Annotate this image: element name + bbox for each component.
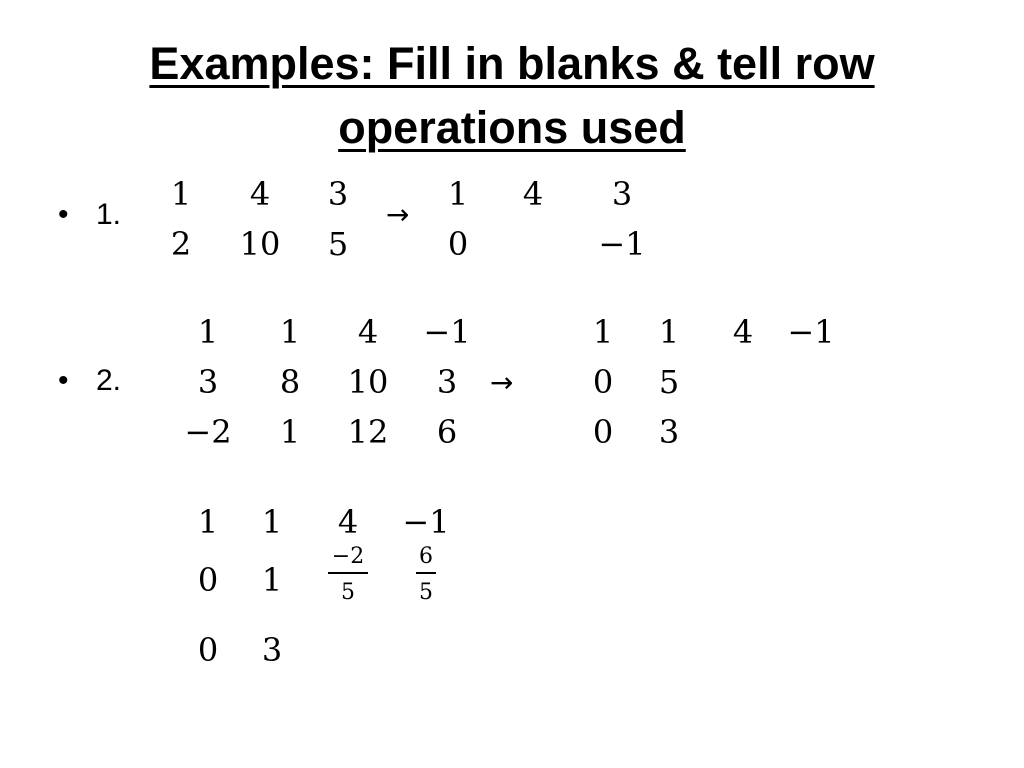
matrix-entry: 4	[249, 175, 271, 213]
matrix-entry: 10	[347, 363, 389, 401]
bullet-2-label: 2.	[96, 364, 122, 397]
matrix-entry: −2	[184, 413, 232, 451]
matrix-entry: 8	[279, 363, 301, 401]
matrix-entry: 1	[447, 175, 469, 213]
matrix-entry: 1	[279, 313, 301, 351]
matrix-entry: 5	[327, 225, 349, 263]
fraction-neg-two-fifths: −2 5	[328, 544, 368, 605]
matrix-entry: 3	[197, 363, 219, 401]
matrix-entry: 1	[279, 413, 301, 451]
fraction-denominator: 5	[341, 580, 355, 605]
bullet-1: • 1.	[58, 198, 121, 232]
matrix-entry: 0	[592, 413, 614, 451]
fraction-numerator: 6	[419, 544, 433, 569]
matrix-entry: 1	[658, 313, 680, 351]
matrix-entry: 1	[592, 313, 614, 351]
matrix-entry: 0	[197, 561, 219, 599]
fraction-bar	[416, 572, 436, 574]
bullet-dot-icon: •	[58, 364, 69, 397]
fraction-six-fifths: 6 5	[416, 544, 436, 605]
slide-title: Examples: Fill in blanks & tell row oper…	[0, 32, 1024, 160]
matrix-entry: −1	[423, 313, 471, 351]
matrix-entry: 3	[611, 175, 633, 213]
matrix-entry: 3	[261, 631, 283, 669]
matrix-entry: 10	[239, 225, 281, 263]
arrow-right-icon: →	[490, 366, 514, 399]
matrix-entry: −1	[598, 225, 646, 263]
matrix-entry: 0	[592, 363, 614, 401]
fraction-denominator: 5	[419, 580, 433, 605]
matrix-entry: 4	[357, 313, 379, 351]
matrix-entry: 2	[170, 225, 192, 263]
matrix-entry: −1	[787, 313, 835, 351]
fraction-numerator: −2	[331, 544, 365, 569]
matrix-entry: −1	[402, 503, 450, 541]
matrix-entry: 3	[327, 175, 349, 213]
matrix-entry: 3	[436, 363, 458, 401]
matrix-entry: 4	[732, 313, 754, 351]
matrix-entry: 1	[197, 503, 219, 541]
arrow-right-icon: →	[386, 198, 410, 231]
fraction-bar	[328, 572, 368, 574]
matrix-entry: 5	[658, 363, 680, 401]
bullet-1-label: 1.	[96, 198, 122, 231]
matrix-entry: 6	[436, 413, 458, 451]
matrix-entry: 12	[347, 413, 389, 451]
matrix-entry: 1	[170, 175, 192, 213]
title-line-2: operations used	[338, 102, 686, 153]
matrix-entry: 3	[658, 413, 680, 451]
title-line-1: Examples: Fill in blanks & tell row	[149, 38, 875, 89]
matrix-entry: 4	[337, 503, 359, 541]
bullet-2: • 2.	[58, 364, 121, 398]
matrix-entry: 0	[197, 631, 219, 669]
matrix-entry: 4	[522, 175, 544, 213]
matrix-entry: 1	[197, 313, 219, 351]
matrix-entry: 1	[261, 561, 283, 599]
matrix-entry: 1	[261, 503, 283, 541]
bullet-dot-icon: •	[58, 198, 69, 231]
matrix-entry: 0	[447, 225, 469, 263]
